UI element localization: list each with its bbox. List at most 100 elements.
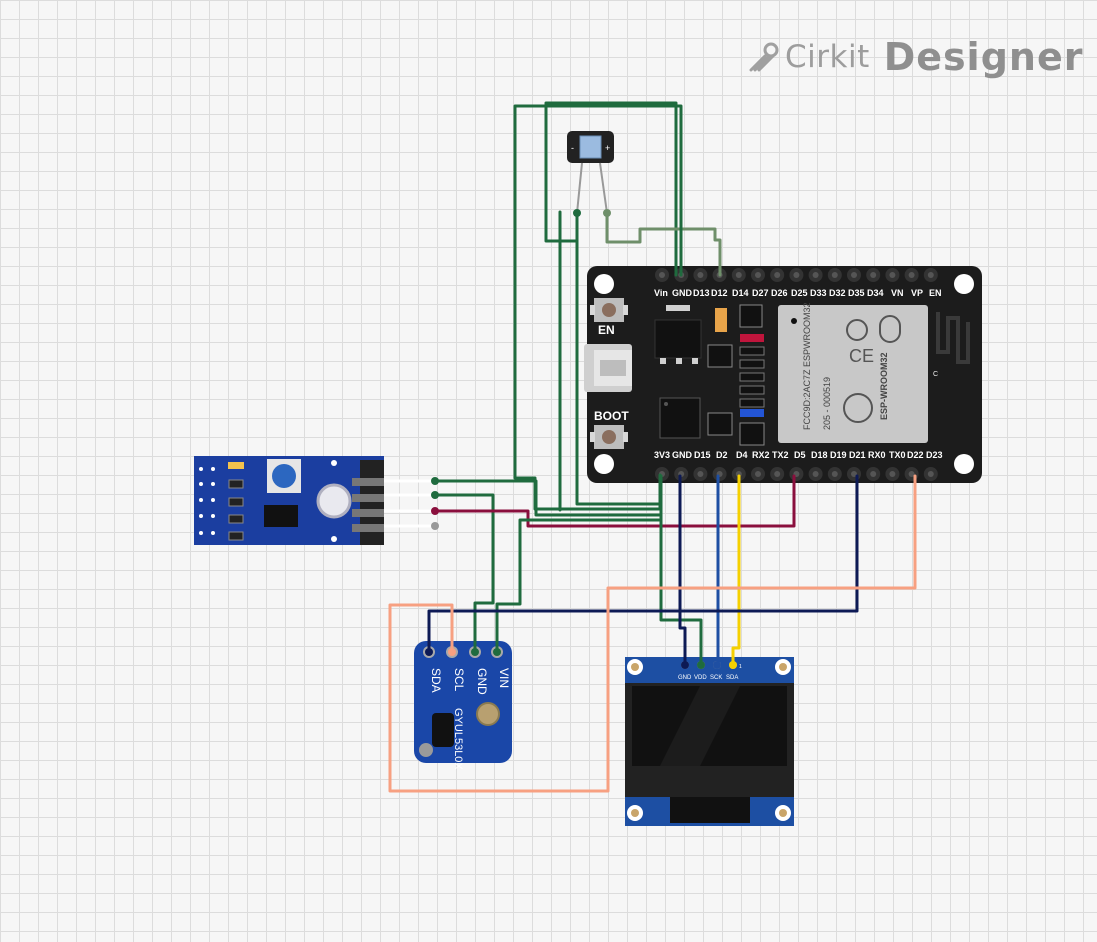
wroom-module: C FCC9D:2AC7Z ESPWROOM32 205 - 000519 ES… — [778, 302, 974, 443]
cirkit-logo: Cirkit Designer — [745, 32, 1083, 82]
esp32-board[interactable]: Vin GND D13 D12 D14 D27 D26 D25 D33 D32 … — [584, 266, 982, 483]
pin-label: D25 — [791, 288, 808, 298]
pin-label: VP — [911, 288, 923, 298]
boot-button[interactable] — [590, 425, 628, 449]
pin-label: TX0 — [889, 450, 906, 460]
resistor — [740, 409, 764, 417]
tof-pin-label: SDA — [429, 668, 443, 693]
wire-3v3-tof[interactable] — [495, 518, 663, 654]
pin-label: TX2 — [772, 450, 789, 460]
bottom-pin-labels: 3V3 GND D15 D2 D4 RX2 TX2 D5 D18 D19 D21… — [654, 450, 943, 460]
en-button[interactable] — [590, 298, 628, 322]
header-pin-hole — [735, 272, 742, 278]
header-pin-hole — [697, 471, 704, 477]
header-pin-hole — [697, 272, 704, 278]
transistor — [707, 412, 733, 436]
header-pin-hole — [831, 272, 838, 278]
pin-label: D23 — [926, 450, 943, 460]
wire-sensor-gnd[interactable] — [575, 239, 662, 506]
minus-label: - — [571, 143, 574, 153]
pin-label: GND — [672, 288, 693, 298]
svg-text:FCC9D:2AC7Z ESPWROOM32: FCC9D:2AC7Z ESPWROOM32 — [802, 302, 812, 430]
pin-label: D19 — [830, 450, 847, 460]
wire-oled-gnd[interactable] — [678, 474, 687, 667]
plus-label: + — [605, 143, 610, 153]
resistor — [739, 385, 765, 395]
top-pin-labels: Vin GND D13 D12 D14 D27 D26 D25 D33 D32 … — [654, 288, 942, 298]
pin-label: D26 — [771, 288, 788, 298]
tof-pin-label: VIN — [497, 668, 511, 688]
wire-tof-scl[interactable] — [388, 474, 917, 793]
usb-uart-chip — [659, 397, 701, 439]
pin-label: D34 — [867, 288, 884, 298]
cert-icon — [846, 319, 868, 341]
wrench-icon — [749, 42, 779, 72]
wire-photodiode-signal[interactable] — [605, 211, 722, 277]
tof-pin-label: GND — [475, 668, 489, 695]
oled-pin-label: SDA — [726, 675, 738, 681]
wire-oled-sda[interactable] — [731, 474, 741, 667]
wire-sensor-signal[interactable] — [433, 474, 796, 528]
wire-gnd[interactable] — [544, 101, 678, 277]
pin-label: RX0 — [868, 450, 886, 460]
header-pin-hole — [908, 272, 915, 278]
pin-label: D27 — [752, 288, 769, 298]
oled-display[interactable]: GND VDD SCK SDA 1 — [625, 657, 794, 826]
ce-icon: CE — [849, 346, 874, 366]
mount-hole — [954, 454, 974, 474]
en-label: EN — [598, 323, 615, 337]
pin-label: D33 — [810, 288, 827, 298]
pin-label: D2 — [716, 450, 728, 460]
resistor — [739, 398, 765, 408]
header-pin-hole — [889, 272, 896, 278]
wire-tof-gnd[interactable] — [433, 493, 495, 654]
pin-label: D32 — [829, 288, 846, 298]
header-pin-hole — [927, 272, 934, 278]
svg-text:205 - 000519: 205 - 000519 — [822, 377, 832, 430]
wire-sensor-1[interactable] — [433, 479, 663, 517]
light-sensor-module[interactable] — [194, 456, 435, 545]
wifi-icon — [879, 315, 901, 343]
transistor — [739, 422, 765, 446]
pin-label: D18 — [811, 450, 828, 460]
mount-hole — [594, 274, 614, 294]
pin-label: 3V3 — [654, 450, 670, 460]
resistor — [739, 346, 765, 356]
header-pin-hole — [755, 471, 761, 477]
tof-pin-label: SCL — [452, 668, 466, 692]
pin-label: D12 — [711, 288, 728, 298]
pin-label: D22 — [907, 450, 924, 460]
pin-label: D13 — [693, 288, 710, 298]
brand-name: Cirkit — [785, 39, 870, 75]
resistor — [739, 372, 765, 382]
tof-sensor-module[interactable]: SDA SCL GND VIN GYUL53L0X — [414, 641, 512, 770]
pin-label: GND — [672, 450, 693, 460]
header-pin-hole — [812, 272, 819, 278]
pin-label: EN — [929, 288, 942, 298]
boot-label: BOOT — [594, 409, 629, 423]
wires — [388, 101, 917, 793]
photoresistor — [316, 483, 352, 519]
pin-label: Vin — [654, 288, 668, 298]
svg-text:C: C — [933, 371, 938, 378]
header-pin-hole — [774, 272, 781, 278]
espressif-logo-icon — [843, 393, 873, 423]
mount-hole — [954, 274, 974, 294]
header-pin-hole — [659, 272, 665, 278]
pin-label: D14 — [732, 288, 749, 298]
voltage-regulator — [654, 305, 702, 364]
pin-label: D4 — [736, 450, 748, 460]
photodiode[interactable]: - + — [567, 131, 614, 214]
wire-gnd-sensor[interactable] — [513, 104, 683, 511]
oled-pin-label: GND — [678, 675, 692, 681]
wire-tof-sda[interactable] — [427, 474, 859, 654]
oled-pin-label: SCK — [710, 675, 722, 681]
header-pin-hole — [755, 272, 761, 278]
header-pin-hole — [870, 471, 877, 477]
tof-name: GYUL53L0X — [452, 708, 464, 770]
svg-text:ESP-WROOM32: ESP-WROOM32 — [879, 352, 889, 420]
led — [739, 304, 763, 328]
header-pin-hole — [927, 471, 934, 477]
